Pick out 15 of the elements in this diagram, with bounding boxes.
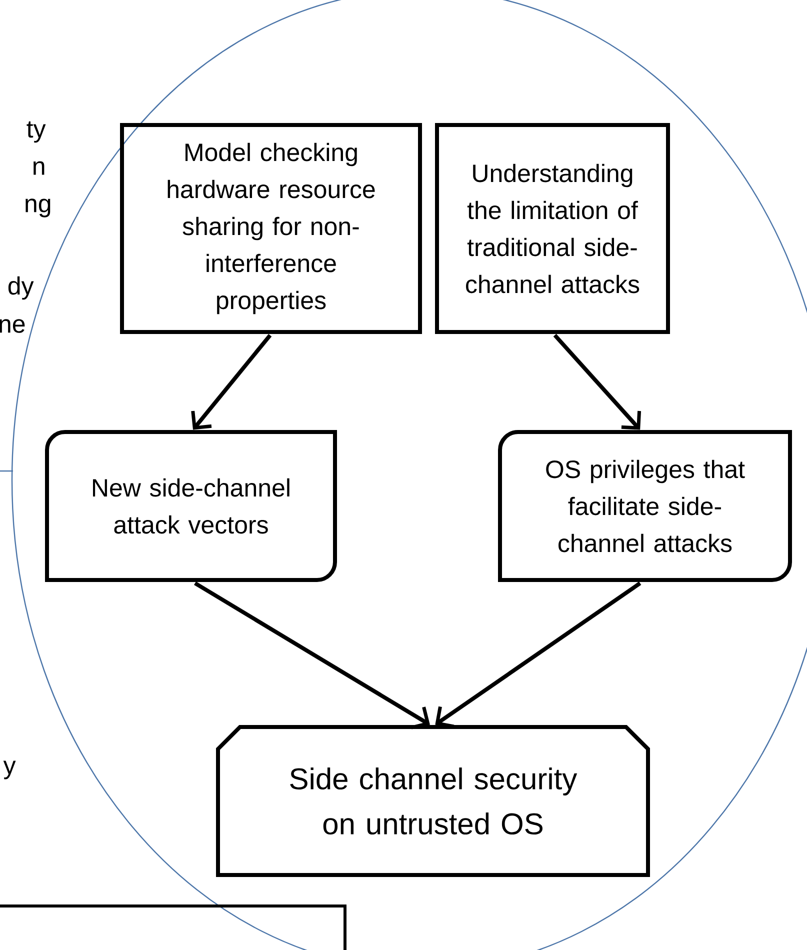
arrow bbox=[553, 334, 642, 430]
arrow bbox=[194, 582, 430, 730]
goal-box: Side channel security on untrusted OS bbox=[216, 725, 650, 877]
process-box: Model checking hardware resource sharing for non-interference properties bbox=[120, 123, 422, 334]
process-box: Understanding the limitation of traditional side-channel attacks bbox=[435, 123, 670, 334]
result-box: OS privileges that facilitate side-channel attacks bbox=[498, 430, 792, 582]
cropped-text: dy bbox=[8, 276, 34, 300]
cropped-text: ne bbox=[0, 319, 25, 333]
cropped-text: ng bbox=[26, 198, 50, 218]
result-box: New side-channel attack vectors bbox=[45, 430, 337, 582]
cropped-text: y bbox=[3, 760, 16, 780]
cropped-text: ty bbox=[26, 121, 46, 143]
arrow bbox=[435, 582, 642, 728]
cropped-text: n bbox=[34, 161, 44, 175]
arrow bbox=[191, 334, 272, 430]
